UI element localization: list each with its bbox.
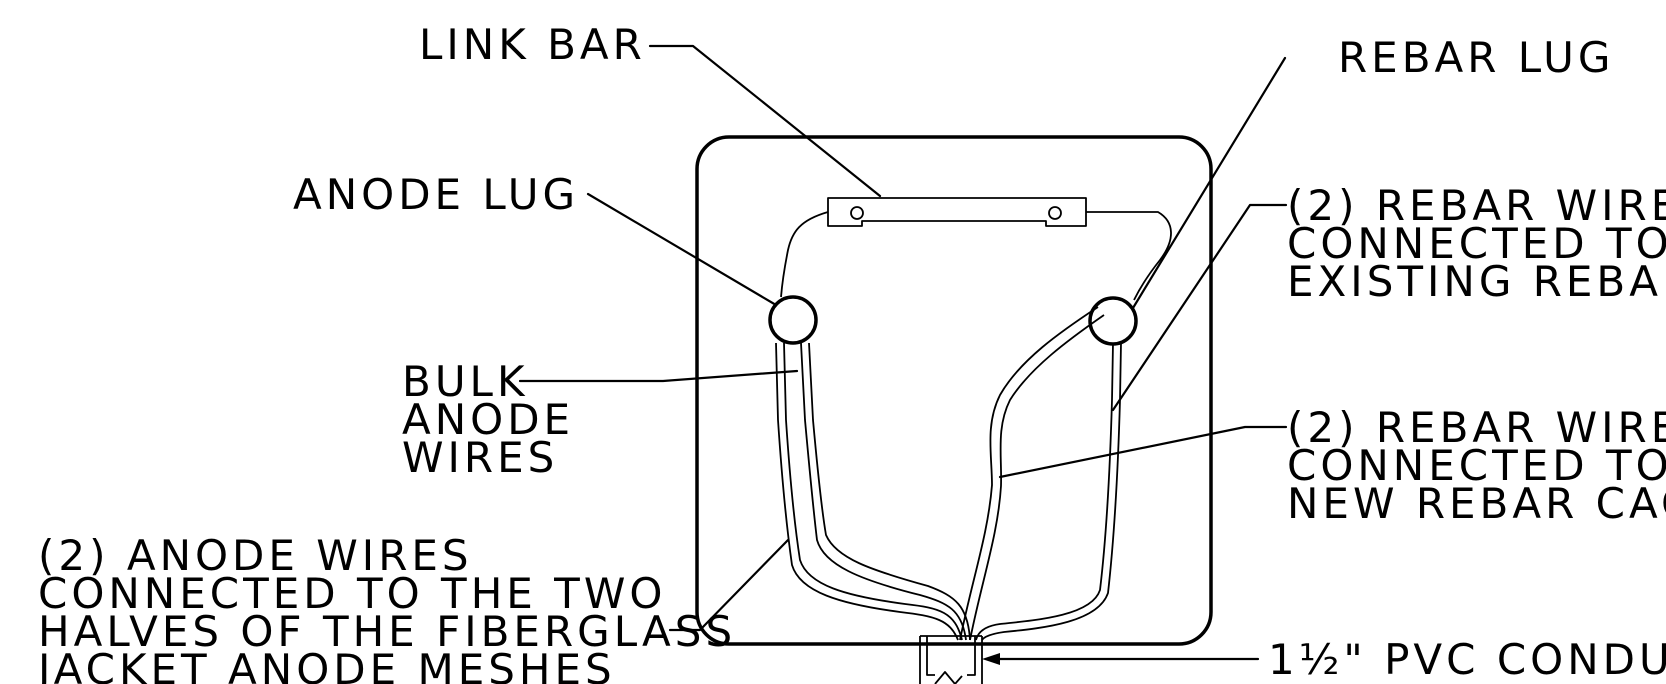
anode-wire-bundle	[775, 342, 971, 641]
rebar-existing-label: (2) REBAR WIRES CONNECTED TO EXISTING RE…	[1287, 181, 1666, 306]
rebar-new-label: (2) REBAR WIRES CONNECTED TO NEW REBAR C…	[1287, 403, 1666, 528]
anode-wires-line-4: JACKET ANODE MESHES	[35, 645, 616, 684]
link-bar	[827, 197, 1087, 227]
rebar-existing-line-3: EXISTING REBAR	[1287, 257, 1666, 306]
anode-wires-line-3: HALVES OF THE FIBERGLASS	[38, 607, 736, 656]
anode-lug-label: ANODE LUG	[293, 170, 579, 219]
rebar-lug-label: REBAR LUG	[1338, 33, 1614, 82]
rebar-new-line-3: NEW REBAR CAGE	[1287, 479, 1666, 528]
bulk-anode-line-1: BULK	[402, 357, 529, 406]
link-bar-label: LINK BAR	[419, 20, 646, 69]
bulk-anode-line-3: WIRES	[402, 433, 558, 482]
rebar-new-line-1: (2) REBAR WIRES	[1287, 403, 1666, 452]
rebar-new-line-2: CONNECTED TO	[1287, 441, 1666, 490]
anode-lug	[768, 295, 818, 345]
pvc-conduit-label: 1½" PVC CONDUIT	[1268, 635, 1666, 684]
link-bar-wires	[780, 211, 1172, 301]
bulk-anode-line-2: ANODE	[402, 395, 574, 444]
leader-lines	[518, 44, 1288, 665]
rebar-existing-line-1: (2) REBAR WIRES	[1287, 181, 1666, 230]
conduit-arrowhead	[982, 653, 1000, 665]
anode-wires-label: (2) ANODE WIRES CONNECTED TO THE TWO HAL…	[35, 531, 736, 684]
anode-wires-line-2: CONNECTED TO THE TWO	[38, 569, 666, 618]
bulk-anode-label: BULK ANODE WIRES	[402, 357, 574, 482]
anode-wires-line-1: (2) ANODE WIRES	[38, 531, 473, 580]
rebar-existing-line-2: CONNECTED TO	[1287, 219, 1666, 268]
junction-box-outline	[695, 135, 1213, 646]
rebar-new-wire-bundle	[959, 306, 1122, 641]
pvc-conduit	[919, 635, 983, 684]
